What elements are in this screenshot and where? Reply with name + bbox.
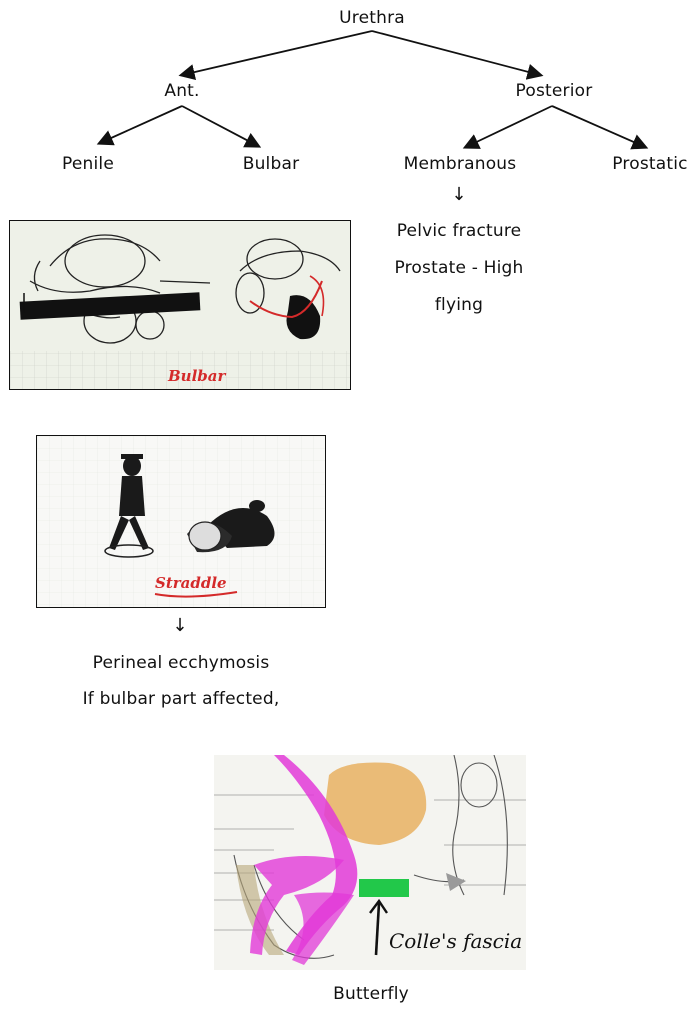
arrow-posterior-membranous (466, 106, 552, 147)
straddle-caption: Straddle (155, 574, 227, 592)
bulbar-injury-photo: Bulbar (9, 220, 351, 390)
tree-root-urethra: Urethra (339, 8, 405, 28)
straddle-injury-photo: Straddle (36, 435, 326, 608)
tree-leaf-bulbar: Bulbar (243, 154, 300, 174)
down-arrow-straddle: ↓ (172, 615, 187, 636)
colles-fascia-annotation: Colle's fascia (389, 929, 522, 953)
note-perineal-ecchymosis: Perineal ecchymosis (93, 653, 270, 673)
arrow-posterior-prostatic (552, 106, 645, 147)
colles-fascia-diagram: Colle's fascia (214, 755, 526, 970)
arrow-ant-bulbar (182, 106, 258, 146)
butterfly-caption: Butterfly (333, 984, 409, 1004)
note-prostate-high: Prostate - High (394, 258, 523, 278)
bulbar-caption: Bulbar (167, 367, 226, 385)
note-flying: flying (435, 295, 483, 315)
tree-node-anterior: Ant. (164, 81, 199, 101)
tree-leaf-prostatic: Prostatic (612, 154, 687, 174)
note-pelvic-fracture: Pelvic fracture (397, 221, 522, 241)
tree-leaf-membranous: Membranous (404, 154, 517, 174)
tree-leaf-penile: Penile (62, 154, 114, 174)
tree-node-posterior: Posterior (516, 81, 593, 101)
down-arrow-membranous: ↓ (451, 184, 466, 205)
arrow-root-posterior (372, 31, 540, 75)
note-bulbar-part-affected: If bulbar part affected, (83, 689, 280, 709)
arrow-root-ant (182, 31, 372, 75)
arrow-ant-penile (100, 106, 182, 143)
